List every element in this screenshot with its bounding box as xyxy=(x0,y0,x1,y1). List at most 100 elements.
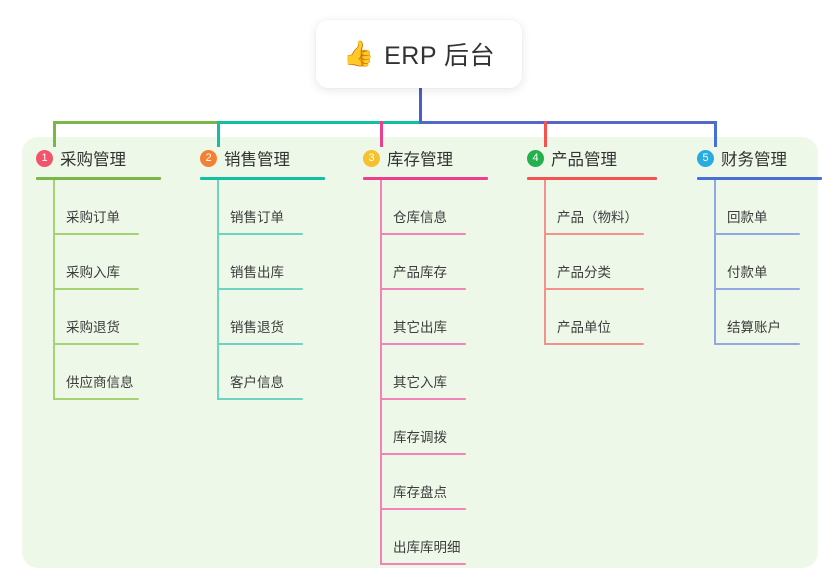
leaf-rule xyxy=(380,563,466,565)
leaf-label: 仓库信息 xyxy=(393,210,447,225)
diagram-panel xyxy=(22,137,818,568)
leaf-rule xyxy=(380,288,466,290)
leaf-rule xyxy=(544,343,644,345)
leaf-item[interactable]: 采购退货 xyxy=(22,290,192,345)
leaf-item[interactable]: 产品分类 xyxy=(513,235,691,290)
leaf-rule xyxy=(380,508,466,510)
drop-connector-1 xyxy=(53,121,56,147)
column-3: 3 库存管理仓库信息产品库存其它出库其它入库库存调拨库存盘点出库库明细 xyxy=(349,145,519,565)
leaf-rule xyxy=(380,398,466,400)
leaf-spine-5 xyxy=(714,180,716,345)
leaf-list-2: 销售订单销售出库销售退货客户信息 xyxy=(186,180,356,400)
column-rule-1 xyxy=(36,177,161,180)
column-rule-5 xyxy=(697,177,822,180)
root-node-title: ERP 后台 xyxy=(384,42,496,70)
column-badge-2: 2 xyxy=(200,149,217,167)
column-title-2: 销售管理 xyxy=(224,151,290,169)
thumbs-up-icon: 👍 xyxy=(342,39,375,68)
leaf-label: 库存盘点 xyxy=(393,485,447,500)
leaf-label: 销售退货 xyxy=(230,320,284,335)
leaf-item[interactable]: 产品（物料） xyxy=(513,180,691,235)
leaf-label: 采购入库 xyxy=(66,265,120,280)
leaf-item[interactable]: 采购入库 xyxy=(22,235,192,290)
leaf-rule xyxy=(544,288,644,290)
column-title-1: 采购管理 xyxy=(60,151,126,169)
leaf-list-5: 回款单付款单结算账户 xyxy=(683,180,823,345)
leaf-item[interactable]: 其它入库 xyxy=(349,345,519,400)
drop-connector-3 xyxy=(380,121,383,147)
leaf-rule xyxy=(217,343,303,345)
leaf-rule xyxy=(544,233,644,235)
leaf-item[interactable]: 客户信息 xyxy=(186,345,356,400)
leaf-spine-2 xyxy=(217,180,219,400)
leaf-label: 销售出库 xyxy=(230,265,284,280)
drop-connector-2 xyxy=(217,121,220,147)
column-1: 1 采购管理采购订单采购入库采购退货供应商信息 xyxy=(22,145,192,400)
leaf-list-3: 仓库信息产品库存其它出库其它入库库存调拨库存盘点出库库明细 xyxy=(349,180,519,565)
leaf-label: 产品分类 xyxy=(557,265,611,280)
column-rule-4 xyxy=(527,177,657,180)
leaf-label: 供应商信息 xyxy=(66,375,134,390)
leaf-item[interactable]: 库存调拨 xyxy=(349,400,519,455)
bus-segment-teal xyxy=(217,121,422,124)
column-header-1[interactable]: 1 采购管理 xyxy=(22,145,192,171)
column-header-2[interactable]: 2 销售管理 xyxy=(186,145,356,171)
leaf-spine-3 xyxy=(380,180,382,565)
column-badge-1: 1 xyxy=(36,149,53,167)
column-badge-4: 4 xyxy=(527,149,544,167)
leaf-label: 采购订单 xyxy=(66,210,120,225)
leaf-item[interactable]: 付款单 xyxy=(683,235,823,290)
leaf-label: 采购退货 xyxy=(66,320,120,335)
bus-segment-blue xyxy=(419,121,717,124)
leaf-rule xyxy=(380,453,466,455)
leaf-label: 结算账户 xyxy=(727,320,781,335)
leaf-rule xyxy=(53,233,139,235)
leaf-label: 产品库存 xyxy=(393,265,447,280)
leaf-item[interactable]: 供应商信息 xyxy=(22,345,192,400)
leaf-rule xyxy=(714,288,800,290)
leaf-item[interactable]: 销售订单 xyxy=(186,180,356,235)
leaf-spine-4 xyxy=(544,180,546,345)
bus-segment-green xyxy=(53,121,220,124)
column-header-4[interactable]: 4 产品管理 xyxy=(513,145,691,171)
column-title-4: 产品管理 xyxy=(551,151,617,169)
leaf-item[interactable]: 出库库明细 xyxy=(349,510,519,565)
leaf-rule xyxy=(217,288,303,290)
leaf-rule xyxy=(217,398,303,400)
leaf-label: 产品单位 xyxy=(557,320,611,335)
leaf-item[interactable]: 产品单位 xyxy=(513,290,691,345)
leaf-item[interactable]: 销售出库 xyxy=(186,235,356,290)
leaf-spine-1 xyxy=(53,180,55,400)
leaf-label: 库存调拨 xyxy=(393,430,447,445)
leaf-label: 销售订单 xyxy=(230,210,284,225)
leaf-item[interactable]: 产品库存 xyxy=(349,235,519,290)
column-badge-3: 3 xyxy=(363,149,380,167)
leaf-item[interactable]: 库存盘点 xyxy=(349,455,519,510)
column-header-5[interactable]: 5 财务管理 xyxy=(683,145,823,171)
column-5: 5 财务管理回款单付款单结算账户 xyxy=(683,145,823,345)
root-node[interactable]: 👍 ERP 后台 xyxy=(316,20,522,88)
column-rule-3 xyxy=(363,177,488,180)
column-2: 2 销售管理销售订单销售出库销售退货客户信息 xyxy=(186,145,356,400)
column-rule-2 xyxy=(200,177,325,180)
column-badge-5: 5 xyxy=(697,149,714,167)
leaf-rule xyxy=(217,233,303,235)
leaf-item[interactable]: 结算账户 xyxy=(683,290,823,345)
leaf-rule xyxy=(53,398,139,400)
leaf-item[interactable]: 仓库信息 xyxy=(349,180,519,235)
leaf-item[interactable]: 其它出库 xyxy=(349,290,519,345)
column-header-3[interactable]: 3 库存管理 xyxy=(349,145,519,171)
leaf-label: 客户信息 xyxy=(230,375,284,390)
leaf-rule xyxy=(714,343,800,345)
column-title-3: 库存管理 xyxy=(387,151,453,169)
drop-connector-4 xyxy=(544,121,547,147)
column-title-5: 财务管理 xyxy=(721,151,787,169)
leaf-item[interactable]: 采购订单 xyxy=(22,180,192,235)
leaf-label: 其它入库 xyxy=(393,375,447,390)
column-4: 4 产品管理产品（物料） 产品分类产品单位 xyxy=(513,145,691,345)
leaf-item[interactable]: 回款单 xyxy=(683,180,823,235)
leaf-rule xyxy=(53,288,139,290)
leaf-list-4: 产品（物料） 产品分类产品单位 xyxy=(513,180,691,345)
leaf-label: 出库库明细 xyxy=(393,540,461,555)
leaf-item[interactable]: 销售退货 xyxy=(186,290,356,345)
